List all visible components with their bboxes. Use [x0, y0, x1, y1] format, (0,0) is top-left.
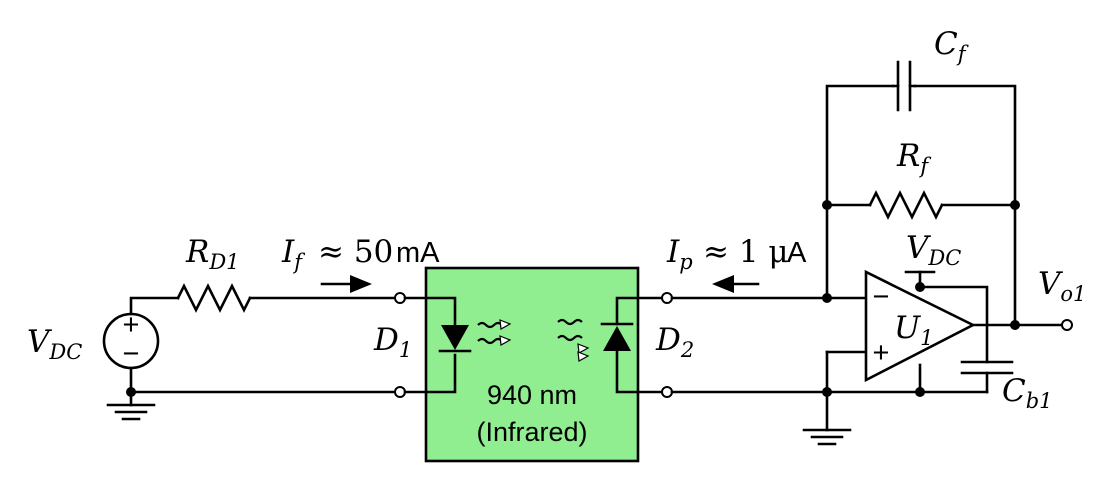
label-d2: D2 [655, 322, 694, 362]
junction-dot [822, 387, 832, 397]
label-ip-symbol: Ip [666, 234, 693, 274]
junction-dot [1010, 200, 1020, 210]
opamp-inverting-sign: − [873, 281, 890, 313]
junction-dot [1010, 320, 1020, 330]
junction-dot [915, 282, 925, 292]
ground-icon [106, 390, 156, 421]
source-minus-sign: − [123, 338, 140, 370]
terminal-d2-anode [661, 386, 673, 398]
photodiode-icon [557, 318, 634, 362]
terminal-d1-anode [394, 292, 406, 304]
label-rf: Rf [896, 138, 931, 178]
label-if-value: ≈ 50 [318, 234, 393, 270]
capacitor-icon [896, 60, 912, 112]
capacitor-icon [960, 360, 1014, 375]
label-vo1: Vo1 [1038, 266, 1086, 306]
label-cf: Cf [934, 26, 969, 66]
current-arrow-icon [320, 275, 372, 293]
opamp-noninverting-sign: + [873, 337, 890, 369]
resistor-icon [176, 283, 252, 313]
resistor-icon [868, 190, 944, 220]
junction-dot [822, 200, 832, 210]
junction-dot [822, 293, 832, 303]
label-cb1: Cb1 [1002, 373, 1053, 413]
optocoupler-type: (Infrared) [476, 417, 587, 447]
label-rd1: RD1 [185, 234, 240, 274]
optocoupler-box [424, 266, 640, 463]
label-d1: D1 [373, 322, 412, 362]
opamp-icon: − + [864, 269, 976, 383]
terminal-d2-cathode [661, 292, 673, 304]
label-vdc-opamp: VDC [906, 230, 961, 270]
optocoupler-wavelength: 940 nm [487, 380, 577, 410]
label-vdc-source: VDC [27, 324, 82, 364]
junction-dot [126, 387, 136, 397]
source-plus-sign: + [123, 309, 140, 341]
current-arrow-icon [712, 275, 760, 293]
terminal-d1-cathode [394, 386, 406, 398]
voltage-source-icon: + − [102, 309, 160, 370]
label-ip-unit: A [787, 237, 807, 269]
led-icon [438, 319, 512, 353]
label-if-unit: mA [396, 237, 440, 269]
label-ip-value: ≈ 1 μ [703, 234, 789, 270]
output-terminal [1061, 319, 1073, 331]
junction-dot [915, 387, 925, 397]
ground-icon [802, 390, 852, 446]
label-if-symbol: If [281, 234, 305, 274]
label-u1: U1 [894, 310, 934, 350]
